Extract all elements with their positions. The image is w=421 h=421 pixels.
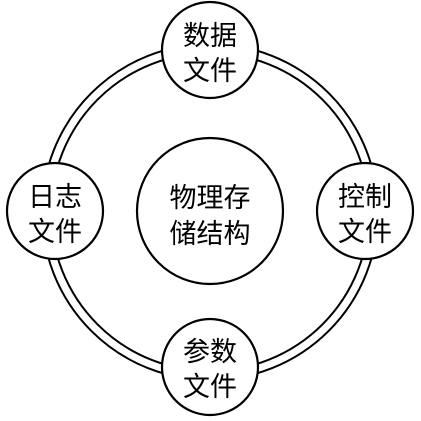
node-right-label-line2: 文件 [338, 217, 392, 248]
center-label-line1: 物理存 [170, 183, 251, 214]
node-top-circle [160, 0, 260, 100]
center-label-line2: 储结构 [170, 219, 251, 250]
node-left: 日志 文件 [5, 161, 105, 261]
node-right: 控制 文件 [315, 161, 415, 261]
node-bottom-label-line1: 参数 [183, 337, 237, 368]
node-top: 数据 文件 [160, 0, 260, 100]
node-left-label-line2: 文件 [28, 217, 82, 248]
node-top-label-line1: 数据 [183, 21, 237, 52]
node-right-label-line1: 控制 [338, 182, 392, 213]
node-bottom: 参数 文件 [160, 317, 260, 417]
center-node: 物理存 储结构 [135, 136, 285, 286]
node-left-label-line1: 日志 [28, 182, 82, 213]
center-circle [135, 136, 285, 286]
node-top-label-line2: 文件 [183, 56, 237, 87]
node-left-circle [5, 161, 105, 261]
node-right-circle [315, 161, 415, 261]
node-bottom-circle [160, 317, 260, 417]
node-bottom-label-line2: 文件 [183, 372, 237, 403]
